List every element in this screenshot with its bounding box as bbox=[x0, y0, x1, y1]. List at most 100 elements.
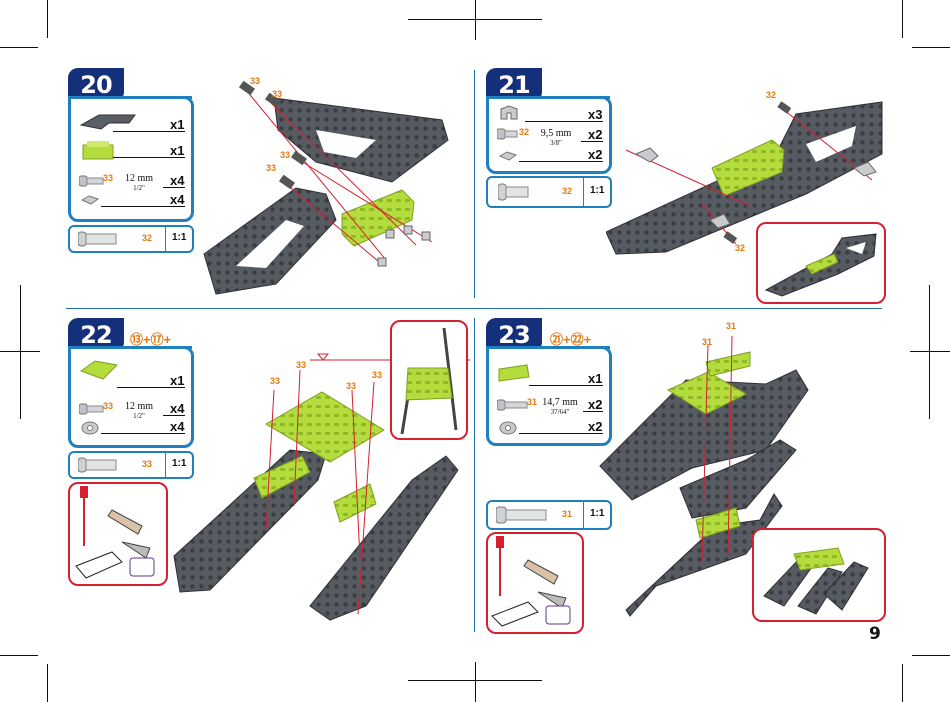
detail-callout-frame bbox=[390, 320, 468, 440]
square-nut-part-icon bbox=[81, 195, 99, 205]
qty-line bbox=[581, 141, 603, 142]
crop-mark bbox=[912, 47, 950, 48]
detail-callout-frame bbox=[752, 528, 886, 622]
scale-divider bbox=[583, 178, 584, 206]
crop-mark bbox=[47, 0, 48, 38]
parts-list-panel: x1 x1 33 12 mm 1/2" x4 x4 bbox=[68, 96, 194, 222]
qty-line bbox=[101, 206, 185, 207]
part-qty: x1 bbox=[170, 117, 184, 132]
hex-nut-part-icon bbox=[499, 421, 517, 435]
qty-line bbox=[113, 131, 185, 132]
bolt-part-icon bbox=[79, 173, 105, 189]
scale-reference-box: 32 1:1 bbox=[486, 176, 612, 208]
detail-view-illustration bbox=[762, 230, 880, 298]
bolt-length-mm: 14,7 mm bbox=[542, 397, 578, 408]
callout-ref: 33 bbox=[346, 381, 356, 391]
part-ref-number: 32 bbox=[519, 127, 529, 137]
scale-ref-number: 32 bbox=[562, 186, 572, 196]
bolt-length: 12 mm 1/2" bbox=[117, 401, 161, 420]
scale-ref-number: 32 bbox=[142, 233, 152, 243]
parts-list-panel: x3 32 9,5 mm 3/8" x2 x2 bbox=[486, 96, 612, 174]
parts-list-panel: x1 31 14,7 mm 37/64" x2 x2 bbox=[486, 346, 612, 446]
part-qty: x2 bbox=[588, 147, 602, 162]
scale-divider bbox=[165, 453, 166, 477]
callout-ref: 33 bbox=[296, 360, 306, 370]
detail-view-illustration bbox=[396, 324, 462, 434]
hex-nut-part-icon bbox=[81, 421, 99, 435]
bolt-length: 9,5 mm 3/8" bbox=[531, 128, 581, 147]
tool-tip-frame bbox=[68, 482, 168, 586]
detail-callout-frame bbox=[756, 222, 886, 304]
bolt-length-inch: 37/64" bbox=[537, 408, 583, 416]
section-divider bbox=[474, 70, 475, 298]
bolt-scale-icon bbox=[496, 506, 548, 524]
crop-mark bbox=[0, 47, 38, 48]
bolt-length: 14,7 mm 37/64" bbox=[537, 397, 583, 416]
callout-ref: 32 bbox=[766, 90, 776, 100]
part-qty: x4 bbox=[170, 192, 184, 207]
tool-tip-frame bbox=[486, 532, 584, 634]
part-qty: x1 bbox=[170, 143, 184, 158]
bolt-length-inch: 1/2" bbox=[117, 184, 161, 192]
bolt-scale-icon bbox=[78, 231, 118, 247]
bolt-part-icon bbox=[497, 127, 519, 141]
bolt-part-icon bbox=[497, 397, 529, 413]
callout-ref: 33 bbox=[266, 163, 276, 173]
bolt-scale-icon bbox=[498, 183, 532, 201]
screwdriver-tip-illustration bbox=[72, 486, 162, 580]
qty-line bbox=[519, 433, 603, 434]
registration-mark bbox=[475, 662, 476, 702]
registration-mark bbox=[20, 285, 21, 419]
callout-ref: 31 bbox=[726, 321, 736, 331]
registration-mark bbox=[910, 351, 950, 352]
scale-ratio: 1:1 bbox=[172, 232, 186, 243]
part-ref-number: 31 bbox=[527, 397, 537, 407]
callout-ref: 33 bbox=[270, 376, 280, 386]
scale-ref-number: 31 bbox=[562, 509, 572, 519]
qty-line bbox=[113, 157, 185, 158]
part-qty: x4 bbox=[170, 173, 184, 188]
qty-line bbox=[163, 187, 185, 188]
bolt-length-inch: 3/8" bbox=[531, 139, 581, 147]
registration-mark bbox=[475, 0, 476, 40]
scale-ratio: 1:1 bbox=[590, 185, 604, 196]
registration-mark bbox=[929, 285, 930, 419]
bolt-scale-icon bbox=[78, 457, 118, 473]
callout-ref: 31 bbox=[702, 337, 712, 347]
scale-reference-box: 32 1:1 bbox=[68, 225, 194, 253]
page-number: 9 bbox=[869, 624, 881, 644]
green-angle-block-part-icon bbox=[497, 363, 533, 385]
section-divider bbox=[474, 318, 475, 632]
part-qty: x2 bbox=[588, 127, 602, 142]
crop-mark bbox=[902, 664, 903, 702]
callout-ref: 33 bbox=[272, 89, 282, 99]
step-20-assembly-illustration bbox=[196, 70, 466, 305]
scale-divider bbox=[583, 502, 584, 528]
callout-ref: 32 bbox=[735, 243, 745, 253]
part-ref-number: 33 bbox=[103, 401, 113, 411]
angle-bracket-part-icon bbox=[499, 105, 521, 121]
scale-divider bbox=[165, 227, 166, 251]
green-plate-part-icon bbox=[79, 357, 119, 383]
bolt-length-mm: 12 mm bbox=[125, 173, 153, 184]
bolt-length: 12 mm 1/2" bbox=[117, 173, 161, 192]
part-ref-number: 33 bbox=[103, 173, 113, 183]
bolt-part-icon bbox=[79, 401, 105, 417]
qty-line bbox=[525, 121, 603, 122]
crop-mark bbox=[0, 655, 38, 656]
square-nut-part-icon bbox=[499, 151, 517, 161]
section-divider bbox=[66, 308, 882, 309]
detail-view-illustration bbox=[758, 534, 880, 616]
screwdriver-tip-illustration bbox=[490, 536, 578, 628]
long-bracket-part-icon bbox=[79, 111, 139, 131]
scale-ref-number: 33 bbox=[142, 459, 152, 469]
callout-ref: 33 bbox=[250, 76, 260, 86]
bolt-length-inch: 1/2" bbox=[117, 412, 161, 420]
part-qty: x3 bbox=[588, 107, 602, 122]
qty-line bbox=[519, 161, 603, 162]
crop-mark bbox=[912, 655, 950, 656]
bolt-length-mm: 12 mm bbox=[125, 401, 153, 412]
callout-ref: 33 bbox=[280, 150, 290, 160]
crop-mark bbox=[47, 664, 48, 702]
callout-ref: 33 bbox=[372, 370, 382, 380]
